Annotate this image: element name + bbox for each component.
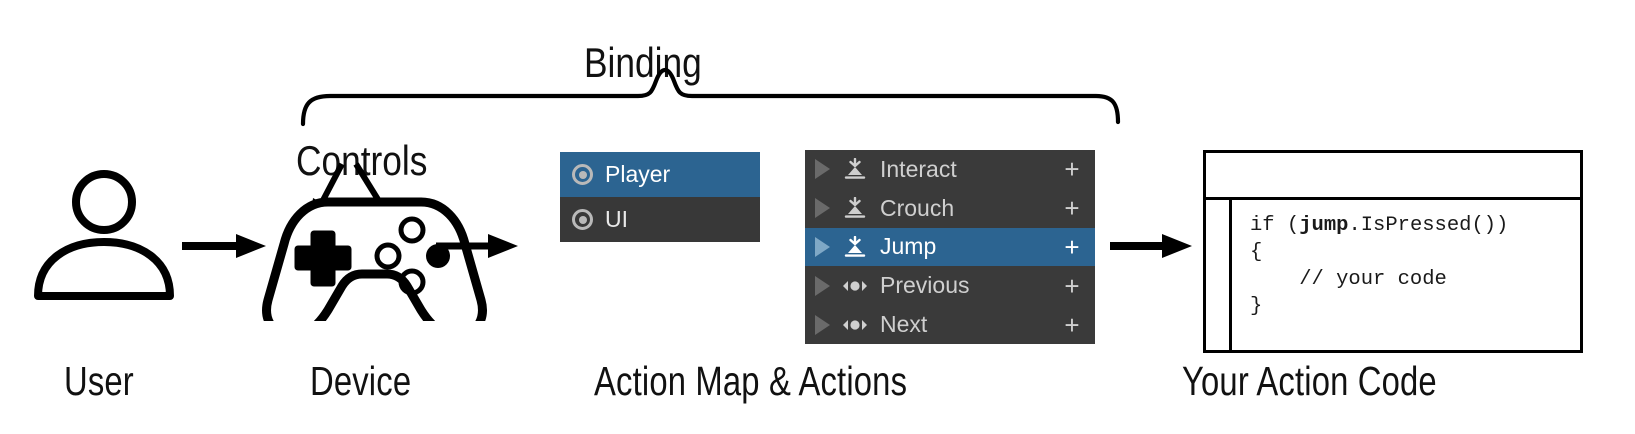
axis-action-icon	[842, 274, 868, 298]
binding-title: Binding	[584, 39, 702, 86]
code-line-3: // your code	[1250, 268, 1447, 291]
button-action-icon	[842, 157, 868, 181]
code-window[interactable]: if (jump.IsPressed()) { // your code }	[1203, 150, 1583, 353]
chevron-right-icon[interactable]	[815, 314, 830, 335]
code-gutter	[1206, 200, 1232, 350]
code-line-4: }	[1250, 295, 1263, 318]
action-label: Interact	[880, 155, 957, 182]
add-binding-button[interactable]: +	[1064, 270, 1080, 301]
action-row-crouch[interactable]: Crouch +	[805, 189, 1095, 228]
action-label: Previous	[880, 272, 970, 299]
chevron-right-icon[interactable]	[815, 236, 830, 257]
add-binding-button[interactable]: +	[1064, 154, 1080, 185]
action-map-row-ui[interactable]: UI	[560, 197, 760, 242]
add-binding-button[interactable]: +	[1064, 231, 1080, 262]
caption-user: User	[64, 358, 134, 404]
person-icon	[34, 170, 174, 300]
button-action-icon	[842, 235, 868, 259]
action-row-jump[interactable]: Jump +	[805, 227, 1095, 267]
chevron-right-icon[interactable]	[815, 198, 830, 219]
action-map-label: UI	[605, 206, 628, 232]
action-label: Jump	[880, 233, 937, 260]
curly-brace-icon	[300, 67, 1121, 127]
action-label: Next	[880, 311, 928, 338]
add-binding-button[interactable]: +	[1064, 309, 1080, 340]
caption-your-action-code: Your Action Code	[1182, 358, 1437, 404]
action-row-interact[interactable]: Interact +	[805, 150, 1095, 189]
axis-action-icon	[842, 313, 868, 337]
action-label: Crouch	[880, 194, 955, 221]
code-window-titlebar	[1206, 153, 1580, 200]
gamepad-icon	[262, 197, 487, 321]
code-line-1-post: .IsPressed())	[1348, 214, 1509, 237]
chevron-right-icon[interactable]	[815, 275, 830, 296]
action-map-label: Player	[605, 161, 671, 187]
add-binding-button[interactable]: +	[1064, 193, 1080, 224]
code-line-2: {	[1250, 241, 1263, 264]
button-action-icon	[842, 196, 868, 220]
caption-device: Device	[310, 358, 412, 404]
action-map-row-player[interactable]: Player	[560, 152, 760, 197]
action-row-previous[interactable]: Previous +	[805, 266, 1095, 305]
code-line-1-bold: jump	[1299, 214, 1349, 237]
code-line-1-pre: if (	[1250, 214, 1300, 237]
caption-action-map: Action Map & Actions	[594, 358, 908, 404]
arrow-right-icon-3	[1110, 234, 1192, 258]
arrow-right-icon-2	[436, 234, 518, 258]
actions-panel[interactable]: Interact + Crouch +	[805, 150, 1095, 344]
target-icon	[572, 209, 593, 230]
code-window-body: if (jump.IsPressed()) { // your code }	[1206, 200, 1580, 350]
action-map-panel[interactable]: Player UI	[560, 152, 760, 242]
chevron-right-icon[interactable]	[815, 159, 830, 180]
code-text[interactable]: if (jump.IsPressed()) { // your code }	[1232, 200, 1580, 350]
action-row-next[interactable]: Next +	[805, 305, 1095, 344]
target-icon	[572, 164, 593, 185]
arrow-right-icon-1	[182, 234, 266, 258]
